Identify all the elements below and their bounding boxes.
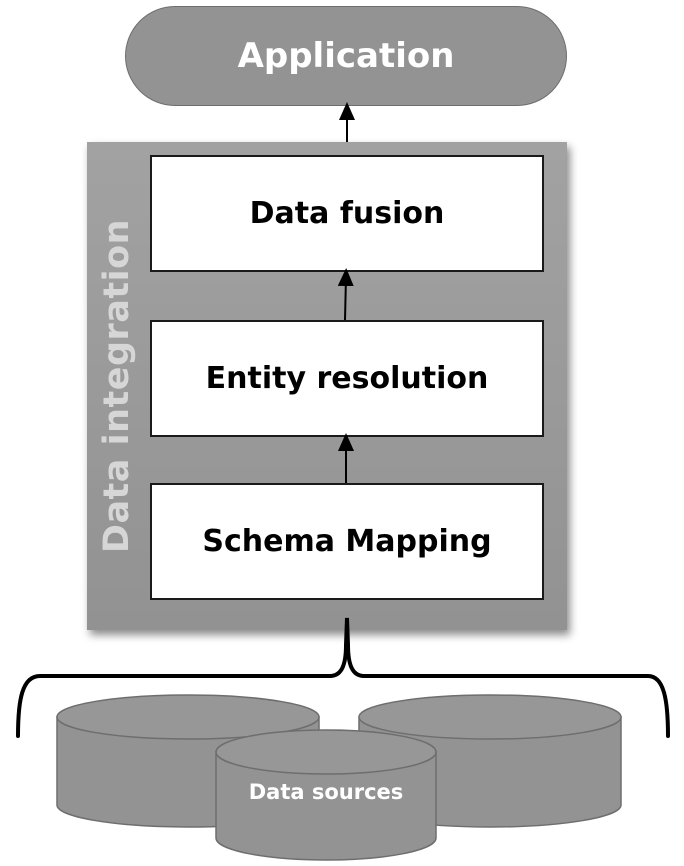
application-label: Application xyxy=(237,36,455,76)
stage-label: Entity resolution xyxy=(205,361,489,396)
database-icon-front xyxy=(215,729,437,861)
stage-schema-mapping: Schema Mapping xyxy=(150,483,544,600)
arrow-entity-to-fusion xyxy=(337,268,354,321)
stage-entity-resolution: Entity resolution xyxy=(150,320,544,437)
stage-data-fusion: Data fusion xyxy=(150,155,544,272)
data-sources-label: Data sources xyxy=(248,780,404,804)
stage-label: Data fusion xyxy=(249,196,445,231)
sources-brace xyxy=(16,617,670,738)
application-node: Application xyxy=(125,6,567,106)
stage-label: Schema Mapping xyxy=(202,524,492,559)
